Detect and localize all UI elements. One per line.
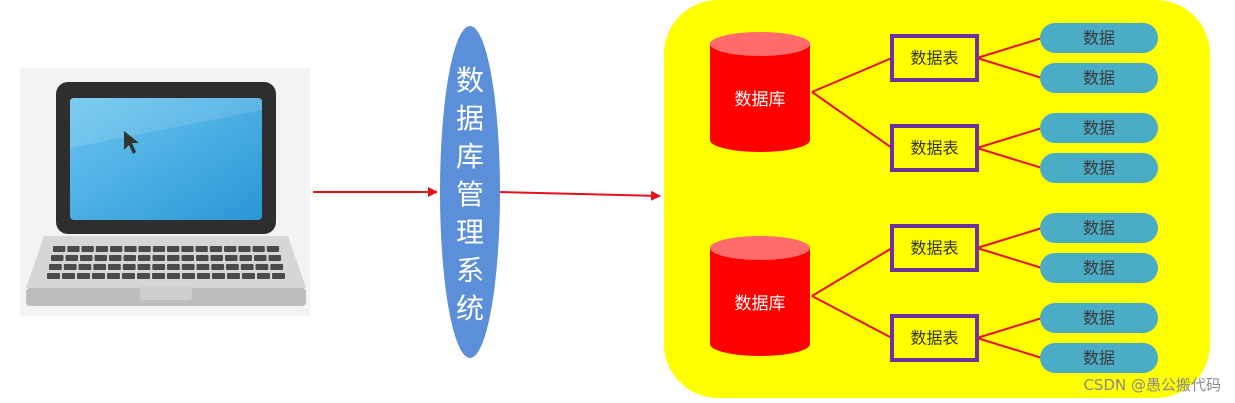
data-pill: 数据 xyxy=(1040,23,1158,53)
data-table-label: 数据表 xyxy=(910,329,958,348)
connector-db-table xyxy=(811,247,893,297)
database-label: 数据库 xyxy=(735,90,786,110)
data-pill: 数据 xyxy=(1040,153,1158,183)
database-label: 数据库 xyxy=(735,294,786,314)
data-pill-label: 数据 xyxy=(1083,349,1115,368)
data-pill: 数据 xyxy=(1040,303,1158,333)
arrow-dbms-to-databases xyxy=(497,190,661,201)
connector-table-data xyxy=(976,37,1043,59)
data-pill: 数据 xyxy=(1040,113,1158,143)
data-pill-label: 数据 xyxy=(1083,309,1115,328)
connector-table-data xyxy=(976,247,1043,269)
data-table-box: 数据表 xyxy=(890,314,979,362)
data-table-label: 数据表 xyxy=(910,49,958,68)
connector-db-table xyxy=(811,295,893,339)
connector-db-table xyxy=(811,57,893,93)
dbms-label-char: 数 xyxy=(456,64,484,97)
dbms-label-char: 库 xyxy=(456,140,484,173)
data-pill-label: 数据 xyxy=(1083,69,1115,88)
laptop-screen xyxy=(70,98,262,220)
data-pill: 数据 xyxy=(1040,253,1158,283)
dbms-label-char: 据 xyxy=(456,102,484,135)
database-cylinder: 数据库 xyxy=(710,236,810,356)
data-pill: 数据 xyxy=(1040,63,1158,93)
connector-table-data xyxy=(976,127,1043,149)
connector-table-data xyxy=(976,57,1043,79)
data-table-label: 数据表 xyxy=(910,239,958,258)
connector-table-data xyxy=(976,337,1043,359)
data-pill-label: 数据 xyxy=(1083,219,1115,238)
connector-table-data xyxy=(976,317,1043,339)
data-pill-label: 数据 xyxy=(1083,259,1115,278)
dbms-label-char: 管 xyxy=(456,178,484,211)
data-pill: 数据 xyxy=(1040,343,1158,373)
connector-lines xyxy=(811,37,1043,359)
connector-table-data xyxy=(976,227,1043,249)
connector-table-data xyxy=(976,147,1043,169)
data-table-box: 数据表 xyxy=(890,124,979,172)
data-table-box: 数据表 xyxy=(890,224,979,272)
laptop-icon xyxy=(20,68,310,316)
data-pill-label: 数据 xyxy=(1083,29,1115,48)
watermark-text: CSDN @愚公搬代码 xyxy=(1083,376,1221,394)
laptop-keyboard xyxy=(47,246,285,279)
dbms-label-char: 理 xyxy=(456,216,484,249)
data-pill-label: 数据 xyxy=(1083,119,1115,138)
data-pill: 数据 xyxy=(1040,213,1158,243)
dbms-label-char: 统 xyxy=(456,292,484,325)
data-table-label: 数据表 xyxy=(910,139,958,158)
data-pill-label: 数据 xyxy=(1083,159,1115,178)
connector-db-table xyxy=(811,91,893,149)
mouse-cursor-icon xyxy=(124,131,139,154)
dbms-label-char: 系 xyxy=(456,254,484,287)
data-table-box: 数据表 xyxy=(890,34,979,82)
database-cylinder: 数据库 xyxy=(710,32,810,152)
